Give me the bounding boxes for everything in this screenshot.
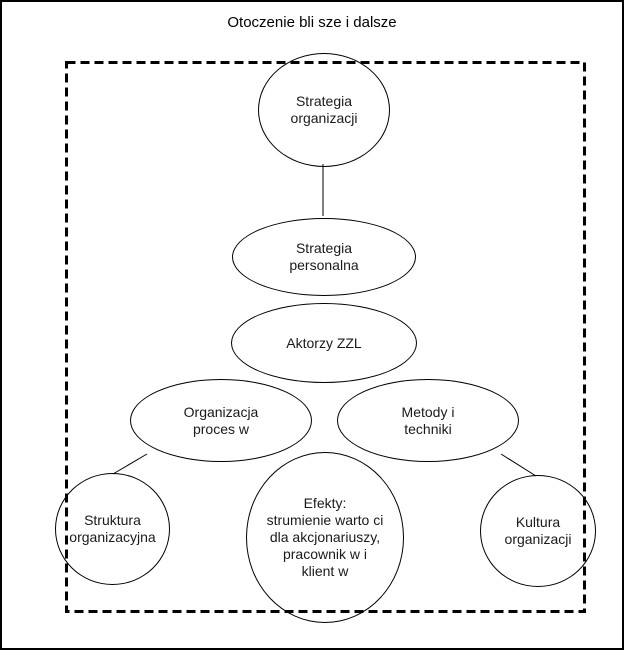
node-label-efekty: Efekty: strumienie warto ci dla akcjonar… [266,495,384,579]
node-efekty: Efekty: strumienie warto ci dla akcjonar… [246,452,404,623]
node-kultura-organizacji: Kultura organizacji [480,475,596,587]
node-label-aktorzy-zzl: Aktorzy ZZL [286,334,362,351]
node-organizacja-procesow: Organizacja proces w [130,379,312,462]
node-label-strategia-organizacji: Strategia organizacji [290,93,358,126]
node-metody-techniki: Metody i techniki [337,379,519,462]
connector-organizacja-struktura [112,453,148,475]
node-aktorzy-zzl: Aktorzy ZZL [231,303,417,383]
node-strategia-organizacji: Strategia organizacji [258,53,390,167]
node-label-organizacja-procesow: Organizacja proces w [183,403,259,437]
node-label-strategia-personalna: Strategia personalna [289,240,359,273]
node-strategia-personalna: Strategia personalna [232,218,416,296]
node-struktura-organizacyjna: Struktura organizacyjna [55,473,170,585]
connector-metody-kultura [500,453,537,477]
node-label-kultura-organizacji: Kultura organizacji [504,514,572,547]
node-label-metody-techniki: Metody i techniki [401,403,455,437]
diagram-title: Otoczenie bli sze i dalsze [227,14,397,31]
node-label-struktura-organizacyjna: Struktura organizacyjna [69,512,156,545]
outer-frame [0,0,624,650]
